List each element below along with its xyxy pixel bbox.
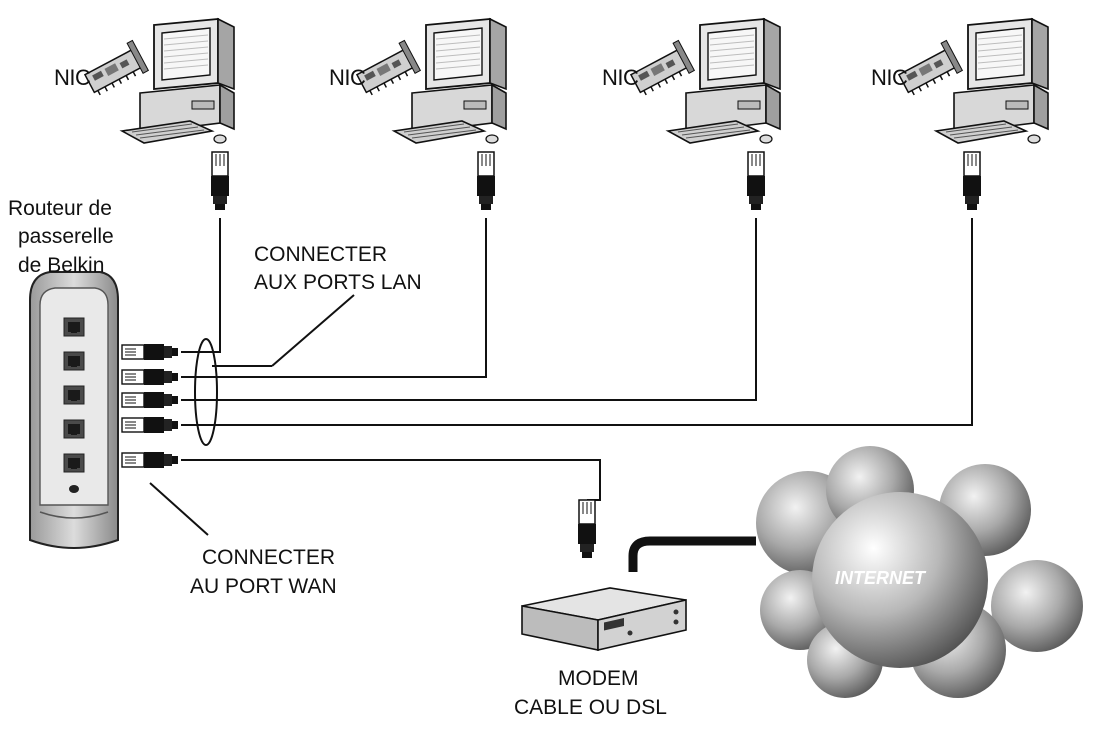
router-wan-plug [121, 451, 179, 469]
wan-label-line2: AU PORT WAN [190, 575, 337, 598]
cable-wan [181, 459, 601, 501]
nic-label-1: NIC [54, 65, 91, 90]
nic-label-3: NIC [602, 65, 639, 90]
router-label-line1: Routeur de [8, 197, 112, 220]
nic-label-2: NIC [329, 65, 366, 90]
cable-pc2 [181, 218, 487, 378]
modem-label-line2: CABLE OU DSL [514, 696, 667, 719]
internet-cloud: INTERNET [756, 446, 1083, 698]
lan-cable-group-ring [194, 338, 218, 446]
computer-1 [80, 18, 235, 144]
ethernet-cables [149, 218, 973, 536]
wan-label-line1: CONNECTER [202, 546, 335, 569]
pc1-plug [210, 151, 230, 211]
router-lan-plug-4 [121, 416, 179, 434]
belkin-router [29, 271, 119, 550]
computer-3 [626, 18, 781, 144]
cable-pc3 [181, 218, 757, 401]
modem-label-line1: MODEM [558, 667, 639, 690]
cable-pc4 [181, 218, 973, 426]
router-lan-plug-3 [121, 391, 179, 409]
pc4-plug [962, 151, 982, 211]
cable-pc1 [181, 218, 221, 353]
pc3-plug [746, 151, 766, 211]
wan-label-leader [149, 482, 209, 536]
router-lan-plug-1 [121, 343, 179, 361]
lan-label-leader-diag [271, 294, 355, 367]
pc2-plug [476, 151, 496, 211]
lan-label-line2: AUX PORTS LAN [254, 271, 422, 294]
computer-4 [894, 18, 1049, 144]
nic-label-4: NIC [871, 65, 908, 90]
router-lan-plug-2 [121, 368, 179, 386]
router-label-line3: de Belkin [18, 254, 104, 277]
computer-2 [352, 18, 507, 144]
modem-plug [577, 499, 597, 559]
router-label-line2: passerelle [18, 225, 114, 248]
internet-label: INTERNET [835, 568, 927, 588]
modem-icon [521, 536, 756, 652]
lan-label-line1: CONNECTER [254, 243, 387, 266]
